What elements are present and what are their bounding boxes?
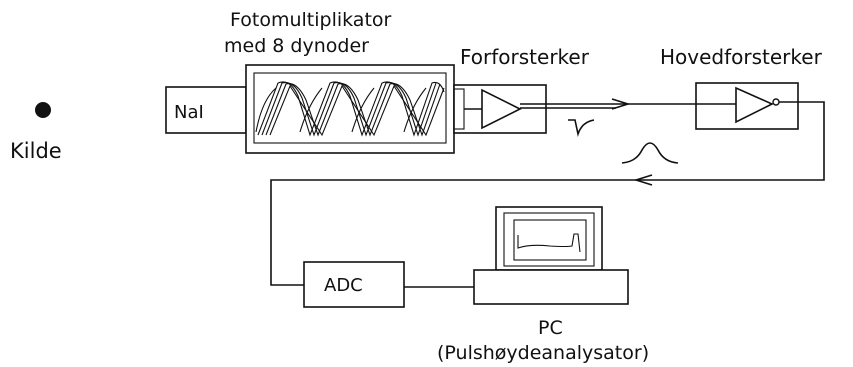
mainamp-label: Hovedforsterker [660, 45, 823, 69]
pmt-label-line2: med 8 dynoder [224, 35, 369, 57]
nai-crystal-box [165, 86, 247, 134]
pc-computer [473, 206, 629, 305]
adc-box [303, 261, 405, 308]
dynode-zigzag [255, 81, 445, 137]
source-dot [35, 102, 51, 118]
wire-mainamp-to-adc [270, 101, 825, 286]
negative-pulse-icon [568, 119, 595, 138]
nai-crystal-label: NaI [174, 102, 204, 123]
preamp-block [453, 84, 547, 134]
photomultiplier-tube [245, 64, 455, 154]
positive-pulse-icon [621, 142, 679, 164]
pc-label-line1: PC [538, 317, 563, 339]
mainamp-block [695, 82, 799, 130]
pmt-label-line1: Fotomultiplikator [230, 9, 392, 31]
source-label: Kilde [10, 139, 62, 163]
adc-label: ADC [324, 275, 363, 296]
preamp-label: Forforsterker [460, 45, 590, 69]
pc-label-line2: (Pulshøydeanalysator) [437, 342, 649, 364]
spectrum-trace [517, 233, 581, 253]
